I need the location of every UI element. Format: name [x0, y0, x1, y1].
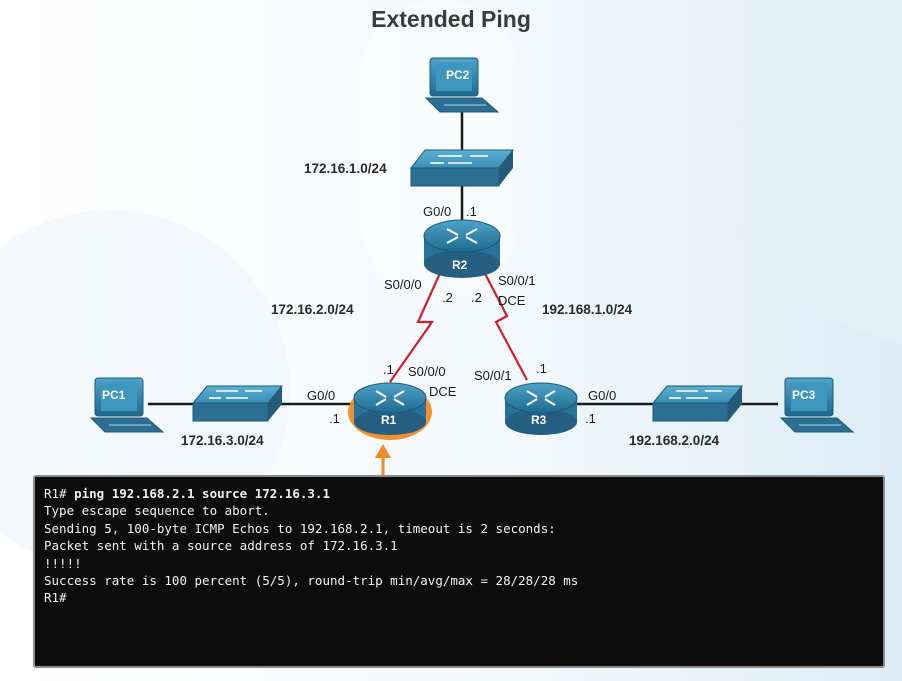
r2-router-icon	[423, 219, 501, 278]
switch-icon	[191, 385, 284, 422]
interface-label: G0/0	[588, 388, 617, 403]
pc3-icon	[779, 377, 855, 433]
host-label: .1	[383, 362, 394, 377]
interface-label: S0/0/1	[474, 368, 512, 383]
host-label: .2	[471, 290, 482, 305]
switch-icon	[409, 149, 515, 187]
pc1-label: PC1	[102, 388, 126, 402]
r3-router-icon	[504, 382, 578, 435]
network-label: 172.16.3.0/24	[181, 433, 264, 448]
console-line: !!!!!	[44, 555, 82, 571]
serial-link-r1-r2	[389, 261, 447, 383]
interface-label: G0/0	[423, 204, 452, 219]
pc2-label: PC2	[446, 68, 470, 82]
console-line: R1#	[44, 590, 67, 606]
dce-label: DCE	[429, 384, 457, 399]
page-title: Extended Ping	[371, 6, 531, 32]
r1-router-icon	[348, 382, 432, 440]
console-command: ping 192.168.2.1 source 172.16.3.1	[74, 486, 330, 501]
console-line: Packet sent with a source address of 172…	[44, 538, 398, 554]
console-command-line: R1# ping 192.168.2.1 source 172.16.3.1	[44, 485, 874, 502]
interface-label: S0/0/0	[384, 277, 422, 292]
pc2-icon	[424, 57, 500, 113]
cli-console: R1# ping 192.168.2.1 source 172.16.3.1 T…	[33, 475, 885, 668]
r3-label: R3	[531, 413, 547, 427]
serial-link-r2-r3	[478, 261, 528, 381]
host-label: .1	[536, 361, 547, 376]
console-line: Type escape sequence to abort.	[44, 503, 270, 519]
dce-label: DCE	[498, 293, 526, 308]
switch-icon	[651, 385, 744, 422]
interface-label: G0/0	[307, 388, 336, 403]
r1-label: R1	[381, 413, 397, 427]
network-label: 172.16.2.0/24	[271, 302, 354, 317]
host-label: .1	[329, 411, 340, 426]
serial-links	[389, 261, 528, 383]
console-line: Sending 5, 100-byte ICMP Echos to 192.16…	[44, 520, 556, 536]
network-label: 172.16.1.0/24	[304, 161, 387, 176]
interface-label: S0/0/0	[408, 364, 446, 379]
interface-label: S0/0/1	[498, 273, 536, 288]
pc1-icon	[89, 377, 165, 433]
network-label: 192.168.1.0/24	[542, 302, 633, 317]
host-label: .1	[466, 204, 477, 219]
console-line: Success rate is 100 percent (5/5), round…	[44, 573, 579, 589]
r2-label: R2	[452, 258, 468, 272]
pc3-label: PC3	[792, 388, 816, 402]
host-label: .2	[442, 290, 453, 305]
arrow-up-icon	[375, 444, 391, 476]
console-prompt: R1#	[44, 486, 75, 501]
host-label: .1	[585, 411, 596, 426]
network-label: 192.168.2.0/24	[629, 433, 720, 448]
